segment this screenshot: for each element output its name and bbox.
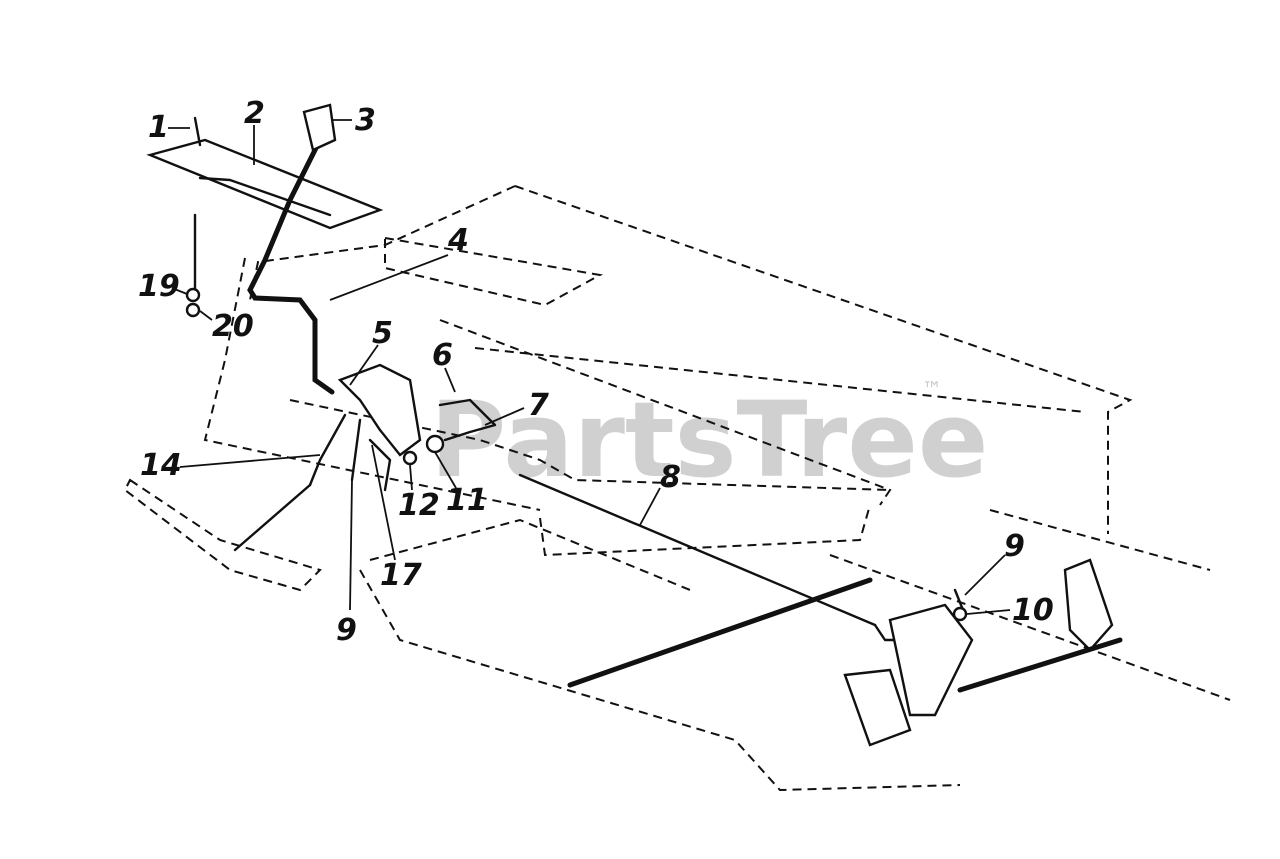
leader-19 [171,287,188,295]
callout-labels: 1 2 3 4 5 6 7 8 9 9 10 11 12 14 17 19 20 [138,96,1054,648]
shift-lever [247,137,335,395]
foot-plate [123,478,322,592]
callout-12: 12 [398,488,440,523]
callout-9b: 9 [1004,529,1025,564]
linkage-assembly [233,363,497,552]
leader-11 [434,451,457,489]
control-plate [146,138,384,230]
cross-shaft [567,577,873,688]
callout-11: 11 [446,483,488,518]
control-assembly [146,103,384,395]
callout-9a: 9 [336,613,357,648]
floor-step [539,504,871,557]
link-17 [368,438,392,492]
leader-10 [966,609,1011,615]
screw-1 [193,116,202,147]
nut-12 [402,450,418,466]
leader-7 [484,407,525,426]
watermark: PartsTree ™ [430,377,988,501]
leader-4 [329,254,449,301]
leader-5 [349,344,379,386]
callout-7: 7 [528,388,549,423]
lever-knob [302,103,337,152]
leader-17 [371,444,396,561]
callout-14: 14 [140,448,182,483]
deck-top-edge [474,347,1086,413]
leader-9a [349,479,353,611]
leader-12 [409,464,413,491]
rear-frame-edge [989,509,1211,571]
clevis-pin-9 [350,418,362,482]
panel-opening [384,236,604,307]
callout-6: 6 [432,338,453,373]
callout-19: 19 [138,269,180,304]
callout-20: 20 [212,309,254,344]
shift-slot [198,176,332,217]
callout-8: 8 [660,460,681,495]
callout-4: 4 [447,223,469,258]
nut-20 [185,302,201,318]
frame-left-edge [203,257,541,511]
axle-guide [829,554,1231,701]
spring-hook [233,483,312,552]
pivot-bracket-5 [337,363,422,457]
watermark-brand: PartsTree [430,379,988,501]
spring-14 [308,413,347,487]
washer-19 [185,287,201,303]
leader-6 [444,367,456,393]
callout-10: 10 [1012,593,1054,628]
leader-14 [179,454,321,468]
washer-10 [952,606,968,622]
callout-3: 3 [355,103,376,138]
leader-lines [168,119,1011,615]
side-bracket [1063,558,1114,652]
callout-2: 2 [244,96,265,131]
callout-1: 1 [148,110,169,145]
floor-back-edge [369,518,691,591]
frame-mid-edge [289,399,891,491]
deck-rear-edge [439,319,892,506]
leader-8 [639,487,661,526]
floor-front-edge [359,569,961,792]
bolt-6 [438,398,497,442]
hood-edge [514,185,1133,534]
rear-axle [957,637,1123,693]
leader-20 [199,310,213,321]
washer-11 [425,434,445,454]
callout-17: 17 [380,558,422,593]
callout-5: 5 [372,316,393,351]
rear-assembly [518,473,1123,747]
leader-9b [964,554,1006,596]
mount-plate [843,668,912,747]
cam-plate [888,603,974,717]
